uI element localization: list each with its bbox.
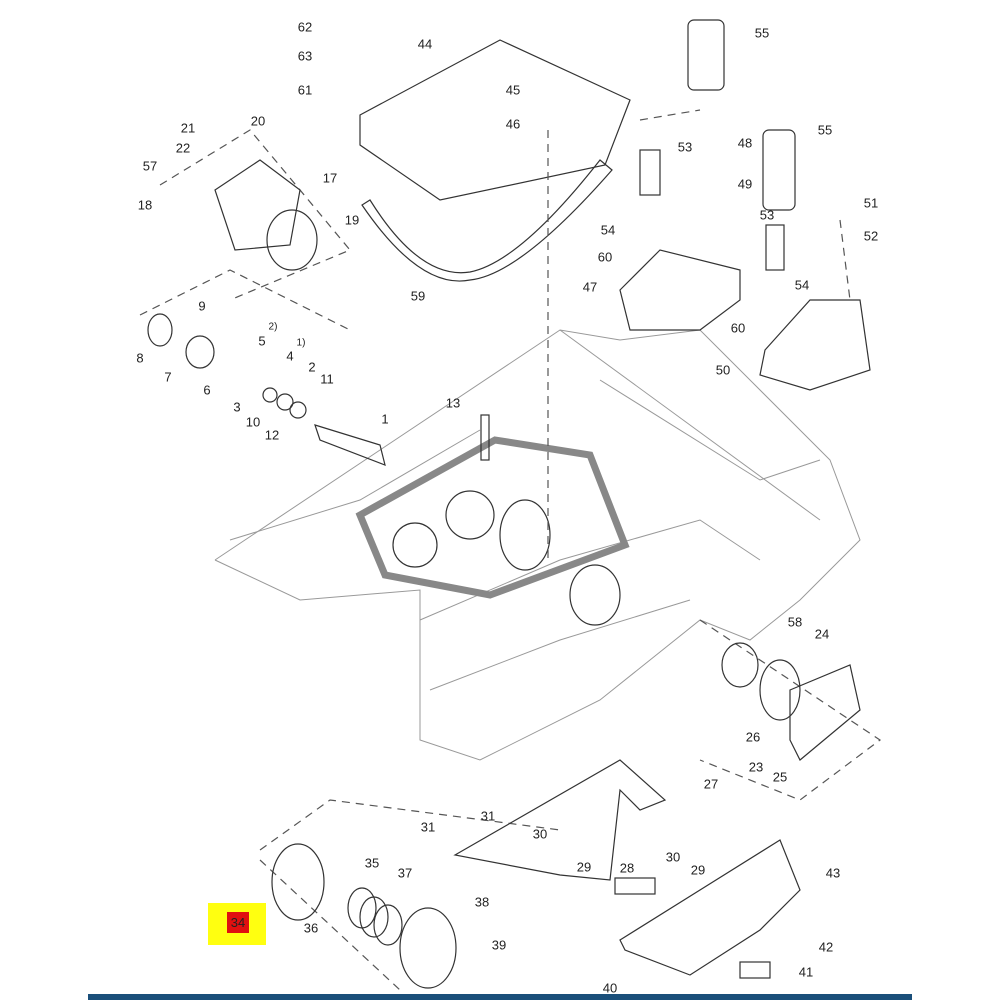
part-label[interactable]: 38 bbox=[474, 894, 490, 910]
part-label[interactable]: 29 bbox=[690, 862, 706, 878]
part-label[interactable]: 1) bbox=[296, 337, 306, 349]
part-label[interactable]: 8 bbox=[136, 350, 144, 366]
part-label[interactable]: 3 bbox=[233, 399, 241, 415]
part-label[interactable]: 35 bbox=[364, 855, 380, 871]
part-label[interactable]: 31 bbox=[420, 819, 436, 835]
part-label[interactable]: 47 bbox=[582, 279, 598, 295]
part-label[interactable]: 52 bbox=[863, 228, 879, 244]
part-label[interactable]: 19 bbox=[344, 212, 360, 228]
part-label[interactable]: 5 bbox=[258, 333, 266, 349]
part-label[interactable]: 46 bbox=[505, 116, 521, 132]
part-label[interactable]: 63 bbox=[297, 48, 313, 64]
part-label[interactable]: 49 bbox=[737, 176, 753, 192]
part-label[interactable]: 36 bbox=[303, 920, 319, 936]
part-label[interactable]: 54 bbox=[794, 277, 810, 293]
part-label[interactable]: 2) bbox=[268, 321, 278, 333]
part-label[interactable]: 55 bbox=[817, 122, 833, 138]
part-label[interactable]: 9 bbox=[198, 298, 206, 314]
part-label[interactable]: 40 bbox=[602, 980, 618, 996]
part-label[interactable]: 28 bbox=[619, 860, 635, 876]
part-label[interactable]: 7 bbox=[164, 369, 172, 385]
part-label[interactable]: 41 bbox=[798, 964, 814, 980]
part-label[interactable]: 45 bbox=[505, 82, 521, 98]
part-label[interactable]: 43 bbox=[825, 865, 841, 881]
part-label[interactable]: 18 bbox=[137, 197, 153, 213]
part-label[interactable]: 58 bbox=[787, 614, 803, 630]
part-label[interactable]: 30 bbox=[532, 826, 548, 842]
part-label[interactable]: 60 bbox=[730, 320, 746, 336]
part-label[interactable]: 61 bbox=[297, 82, 313, 98]
part-label[interactable]: 44 bbox=[417, 36, 433, 52]
part-label[interactable]: 31 bbox=[480, 808, 496, 824]
part-label[interactable]: 42 bbox=[818, 939, 834, 955]
part-label[interactable]: 22 bbox=[175, 140, 191, 156]
part-label[interactable]: 39 bbox=[491, 937, 507, 953]
part-label[interactable]: 11 bbox=[320, 371, 334, 387]
part-label[interactable]: 53 bbox=[759, 207, 775, 223]
highlighted-part-label[interactable]: 34 bbox=[227, 912, 249, 933]
part-label[interactable]: 13 bbox=[445, 395, 461, 411]
part-label[interactable]: 60 bbox=[597, 249, 613, 265]
part-label[interactable]: 37 bbox=[397, 865, 413, 881]
part-label[interactable]: 27 bbox=[703, 776, 719, 792]
part-label[interactable]: 30 bbox=[665, 849, 681, 865]
part-label[interactable]: 26 bbox=[745, 729, 761, 745]
part-label[interactable]: 1 bbox=[381, 411, 389, 427]
part-label[interactable]: 24 bbox=[814, 626, 830, 642]
part-label[interactable]: 54 bbox=[600, 222, 616, 238]
part-label[interactable]: 25 bbox=[772, 769, 788, 785]
part-label[interactable]: 12 bbox=[264, 427, 280, 443]
bottom-bar bbox=[88, 994, 912, 1000]
part-label[interactable]: 48 bbox=[737, 135, 753, 151]
part-label[interactable]: 10 bbox=[245, 414, 261, 430]
part-label[interactable]: 59 bbox=[410, 288, 426, 304]
part-label[interactable]: 62 bbox=[297, 19, 313, 35]
part-label[interactable]: 57 bbox=[142, 158, 158, 174]
part-label[interactable]: 20 bbox=[250, 113, 266, 129]
part-label[interactable]: 50 bbox=[715, 362, 731, 378]
part-label[interactable]: 51 bbox=[863, 195, 879, 211]
part-label[interactable]: 53 bbox=[677, 139, 693, 155]
part-label[interactable]: 21 bbox=[180, 120, 196, 136]
part-label[interactable]: 23 bbox=[748, 759, 764, 775]
part-label[interactable]: 17 bbox=[322, 170, 338, 186]
part-label[interactable]: 4 bbox=[286, 348, 294, 364]
part-label[interactable]: 2 bbox=[308, 359, 316, 375]
part-label[interactable]: 55 bbox=[754, 25, 770, 41]
part-label[interactable]: 29 bbox=[576, 859, 592, 875]
part-label[interactable]: 6 bbox=[203, 382, 211, 398]
